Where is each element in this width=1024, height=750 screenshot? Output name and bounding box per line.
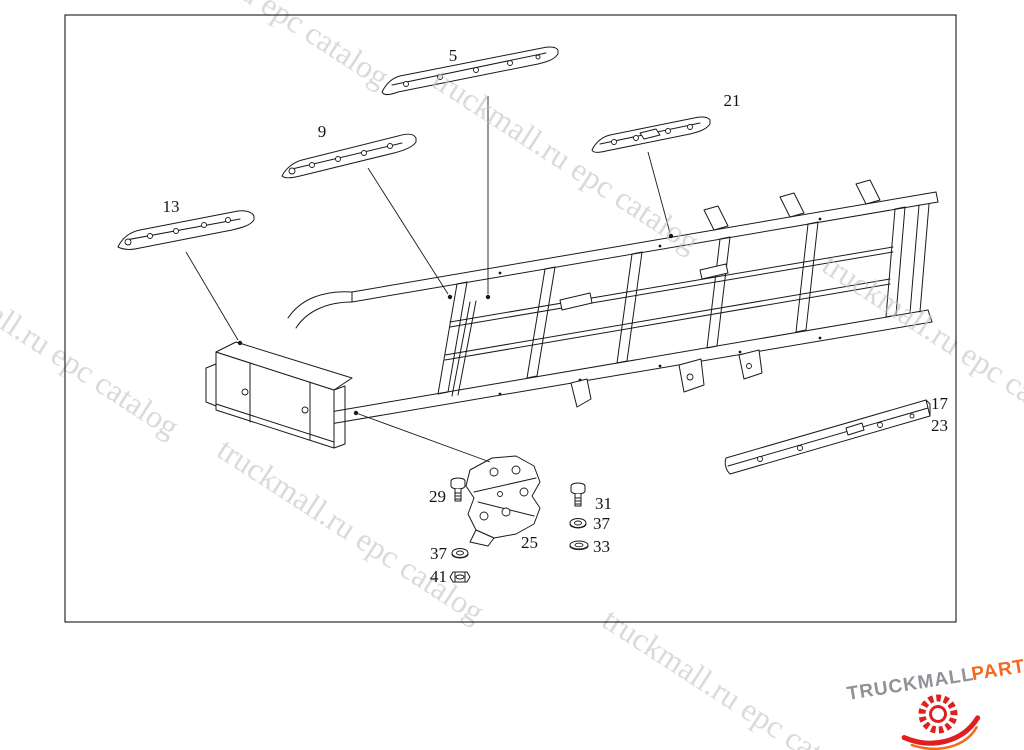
washer-33 [569, 540, 589, 551]
watermark-text: truckmall.ru epc catalog [211, 431, 491, 630]
logo-gear-icon [901, 694, 981, 750]
logo-brand: TRUCKMALL [845, 664, 975, 705]
part-label-29: 29 [429, 487, 446, 506]
chassis-frame [205, 179, 939, 449]
watermark-text: truckmall.ru epc catalog [426, 61, 706, 260]
bolt-29 [450, 477, 466, 502]
watermark-text: truckmall.ru epc catalog [116, 0, 396, 95]
watermark-text: truckmall.ru epc catalog [596, 601, 876, 750]
part-5-bracket [381, 46, 559, 96]
part-label-21: 21 [724, 91, 741, 110]
part-label-5: 5 [449, 46, 458, 65]
bolt-31 [570, 482, 586, 507]
part-label-31: 31 [595, 494, 612, 513]
part-label-37a: 37 [593, 514, 611, 533]
part-label-9: 9 [318, 122, 327, 141]
diagram-border [64, 14, 957, 623]
part-25-bracket [465, 455, 541, 547]
part-17-23-rail [724, 399, 931, 475]
part-label-33: 33 [593, 537, 610, 556]
part-label-23: 23 [931, 416, 948, 435]
part-9-bracket [281, 133, 417, 179]
site-logo: TRUCKMALL PARTS [845, 654, 1024, 750]
washer-37-left [451, 548, 469, 559]
part-13-bracket [117, 210, 255, 250]
part-label-25: 25 [521, 533, 538, 552]
part-label-13: 13 [163, 197, 180, 216]
leader-lines [185, 96, 674, 463]
part-label-37b: 37 [430, 544, 448, 563]
watermark-text: truckmall.ru epc catalog [0, 246, 186, 445]
part-21-bracket [591, 116, 711, 153]
nut-41 [449, 571, 471, 583]
washer-37-right [569, 518, 587, 529]
part-label-17: 17 [931, 394, 949, 413]
part-label-41: 41 [430, 567, 447, 586]
logo-suffix: PARTS [970, 654, 1024, 685]
part-labels: 5 9 13 21 17 23 29 31 37 33 25 37 41 [163, 46, 949, 586]
